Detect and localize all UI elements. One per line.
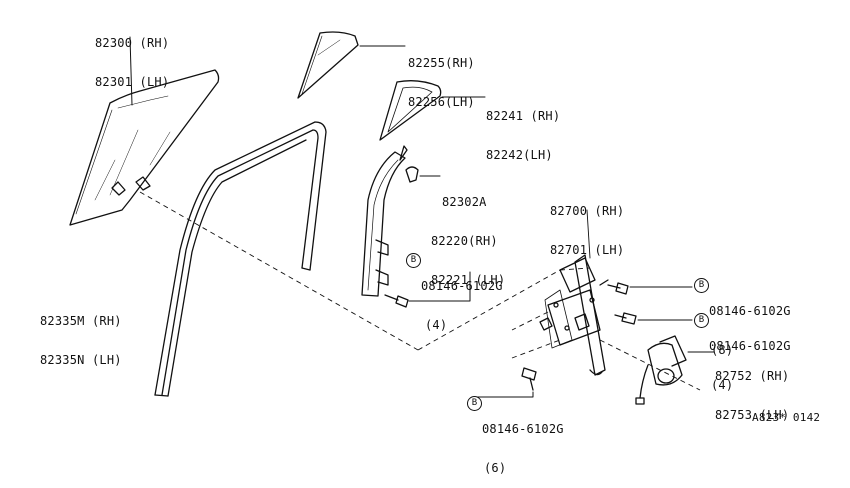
- regulator-rh: 82700 (RH): [550, 204, 625, 218]
- parts-diagram: 82300 (RH) 82301 (LH) 82255(RH) 82256(LH…: [40, 11, 821, 475]
- glass-rh: 82300 (RH): [95, 36, 170, 50]
- motor-rh: 82752 (RH): [715, 369, 790, 383]
- clip: [405, 166, 419, 183]
- regulator-bolt-drawing-lower: [614, 312, 637, 325]
- run-channel-rh: 82335M (RH): [40, 314, 122, 328]
- partition-seal-lh: 82242(LH): [486, 148, 553, 162]
- glass-lh: 82301 (LH): [95, 75, 170, 89]
- door-glass: [69, 69, 220, 226]
- run-channel-label: 82335M (RH) 82335N (LH): [40, 289, 122, 380]
- diagram-reference: A823* 0142: [752, 411, 821, 424]
- guide-channel-rh: 82220(RH): [431, 234, 498, 248]
- guide-channel-lh: 82221 (LH): [431, 273, 506, 287]
- guide-bolt-drawing: [384, 294, 409, 308]
- regulator-upper-bolt-label: 08146-6102G (8): [709, 279, 791, 370]
- guide-channel: [361, 145, 408, 297]
- motor-bolt-qty: (6): [484, 461, 507, 475]
- regulator-lh: 82701 (LH): [550, 243, 625, 257]
- partition-glass-rh: 82255(RH): [408, 56, 475, 70]
- regulator: [539, 209, 609, 376]
- glass-label: 82300 (RH) 82301 (LH): [95, 11, 169, 102]
- regulator-bolt-drawing-upper: [607, 282, 629, 295]
- run-channel-lh: 82335N (LH): [40, 353, 122, 367]
- partition-seal-label: 82241 (RH) 82242(LH): [486, 84, 560, 175]
- clip-label: 82302A: [442, 170, 487, 222]
- motor-label: 82752 (RH) 82753 (LH): [715, 344, 789, 435]
- motor-bolt-drawing: [521, 367, 537, 391]
- clip-part: 82302A: [442, 195, 487, 209]
- regulator-lower-bolt-part: 08146-6102G: [709, 339, 791, 353]
- regulator-upper-bolt-part: 08146-6102G: [709, 304, 791, 318]
- partition-seal-rh: 82241 (RH): [486, 109, 561, 123]
- motor-bolt-mark-icon: B: [467, 396, 482, 411]
- motor: [635, 335, 687, 405]
- partition-glass-label: 82255(RH) 82256(LH): [408, 31, 475, 122]
- guide-bolt-qty: (4): [425, 318, 448, 332]
- guide-bolt-mark-icon: B: [406, 253, 421, 268]
- regulator-lower-bolt-label: 08146-6102G (4): [709, 314, 791, 405]
- partition-seal: [379, 80, 442, 141]
- regulator-upper-bolt-qty: (8): [711, 343, 734, 357]
- run-channel: [154, 121, 327, 397]
- partition-glass: [297, 31, 359, 99]
- guide-channel-label: 82220(RH) 82221 (LH): [431, 209, 505, 300]
- motor-bolt-label: 08146-6102G (6): [482, 397, 564, 488]
- partition-glass-lh: 82256(LH): [408, 95, 475, 109]
- regulator-label: 82700 (RH) 82701 (LH): [550, 179, 624, 270]
- guide-bolt-label: 08146-6102G (4): [421, 254, 503, 345]
- regulator-upper-bolt-mark-icon: B: [694, 278, 709, 293]
- motor-lh: 82753 (LH): [715, 408, 790, 422]
- regulator-lower-bolt-qty: (4): [711, 378, 734, 392]
- guide-bolt-part: 08146-6102G: [421, 279, 503, 293]
- regulator-lower-bolt-mark-icon: B: [694, 313, 709, 328]
- diagram-drawing: [69, 31, 715, 405]
